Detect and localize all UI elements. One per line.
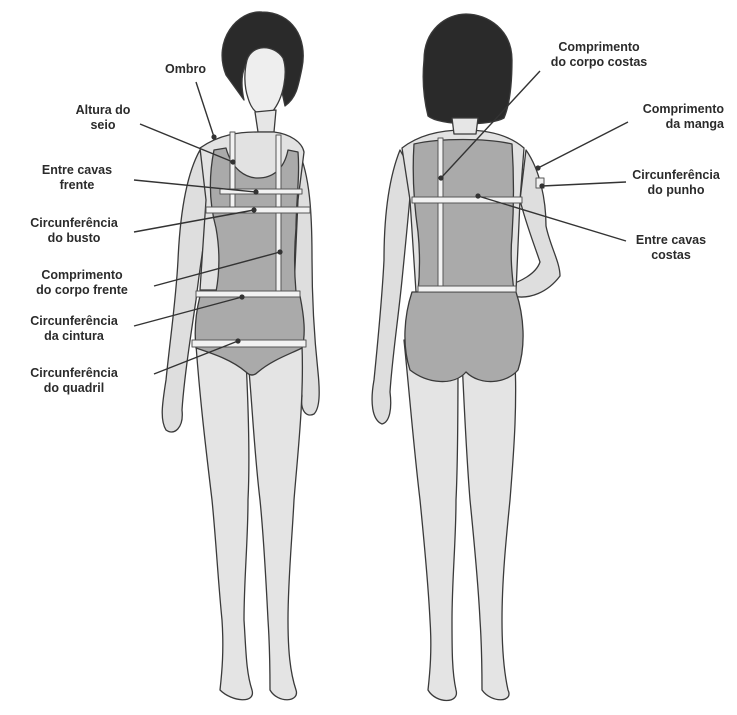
back-figure bbox=[372, 14, 560, 701]
label-entre-cavas-frente-line2: frente bbox=[22, 178, 132, 193]
label-circ-busto-line1: Circunferência bbox=[18, 216, 130, 231]
label-circ-punho: Circunferência do punho bbox=[620, 168, 732, 198]
front-figure bbox=[162, 12, 319, 700]
label-altura-seio-line1: Altura do bbox=[58, 103, 148, 118]
tape-comprimento-costas bbox=[438, 138, 443, 290]
label-circ-busto: Circunferência do busto bbox=[18, 216, 130, 246]
label-entre-cavas-costas-line2: costas bbox=[616, 248, 726, 263]
label-circ-quadril-line1: Circunferência bbox=[18, 366, 130, 381]
label-comp-manga-line2: da manga bbox=[606, 117, 724, 132]
label-comp-corpo-costas-line2: do corpo costas bbox=[524, 55, 674, 70]
label-circ-cintura: Circunferência da cintura bbox=[18, 314, 130, 344]
label-circ-punho-line2: do punho bbox=[620, 183, 732, 198]
dot-comp-costas bbox=[438, 175, 443, 180]
back-right-leg bbox=[462, 340, 516, 700]
tape-quadril bbox=[192, 340, 306, 347]
label-circ-punho-line1: Circunferência bbox=[620, 168, 732, 183]
dot-cintura bbox=[239, 294, 244, 299]
label-comp-corpo-costas: Comprimento do corpo costas bbox=[524, 40, 674, 70]
label-comp-corpo-frente-line2: do corpo frente bbox=[12, 283, 152, 298]
back-left-arm bbox=[372, 150, 412, 424]
back-neck bbox=[452, 118, 478, 134]
leader-punho bbox=[542, 182, 626, 186]
back-hair bbox=[423, 14, 512, 124]
dot-busto bbox=[251, 207, 256, 212]
label-ombro: Ombro bbox=[140, 62, 206, 77]
dot-punho bbox=[539, 183, 544, 188]
label-ombro-line1: Ombro bbox=[140, 62, 206, 77]
label-circ-quadril-line2: do quadril bbox=[18, 381, 130, 396]
label-comp-manga-line1: Comprimento bbox=[606, 102, 724, 117]
label-comp-manga: Comprimento da manga bbox=[606, 102, 724, 132]
label-circ-cintura-line2: da cintura bbox=[18, 329, 130, 344]
tape-busto bbox=[206, 207, 310, 213]
label-circ-busto-line2: do busto bbox=[18, 231, 130, 246]
front-right-leg bbox=[248, 345, 302, 700]
label-altura-seio: Altura do seio bbox=[58, 103, 148, 133]
label-circ-cintura-line1: Circunferência bbox=[18, 314, 130, 329]
back-top-garment bbox=[413, 140, 514, 293]
dot-ombro bbox=[211, 134, 216, 139]
back-left-leg bbox=[404, 340, 458, 701]
tape-altura-seio bbox=[230, 132, 235, 212]
dot-comp-manga bbox=[535, 165, 540, 170]
label-comp-corpo-frente-line1: Comprimento bbox=[12, 268, 152, 283]
dot-entre-cavas-frente bbox=[253, 189, 258, 194]
front-left-leg bbox=[196, 345, 252, 700]
back-briefs bbox=[405, 292, 523, 382]
label-entre-cavas-costas: Entre cavas costas bbox=[616, 233, 726, 263]
tape-entre-cavas-costas bbox=[412, 197, 522, 203]
label-circ-quadril: Circunferência do quadril bbox=[18, 366, 130, 396]
front-neck bbox=[255, 110, 276, 132]
label-altura-seio-line2: seio bbox=[58, 118, 148, 133]
label-entre-cavas-frente: Entre cavas frente bbox=[22, 163, 132, 193]
label-comp-corpo-costas-line1: Comprimento bbox=[524, 40, 674, 55]
dot-altura-seio bbox=[230, 159, 235, 164]
label-entre-cavas-costas-line1: Entre cavas bbox=[616, 233, 726, 248]
dot-comp-frente bbox=[277, 249, 282, 254]
label-comp-corpo-frente: Comprimento do corpo frente bbox=[12, 268, 152, 298]
tape-cintura bbox=[196, 291, 300, 297]
tape-comprimento-frente bbox=[276, 135, 281, 295]
leader-ombro bbox=[196, 82, 214, 137]
front-face bbox=[245, 48, 285, 115]
dot-entre-cavas-costas bbox=[475, 193, 480, 198]
tape-cintura-costas bbox=[418, 286, 516, 292]
label-entre-cavas-frente-line1: Entre cavas bbox=[22, 163, 132, 178]
dot-quadril bbox=[235, 338, 240, 343]
